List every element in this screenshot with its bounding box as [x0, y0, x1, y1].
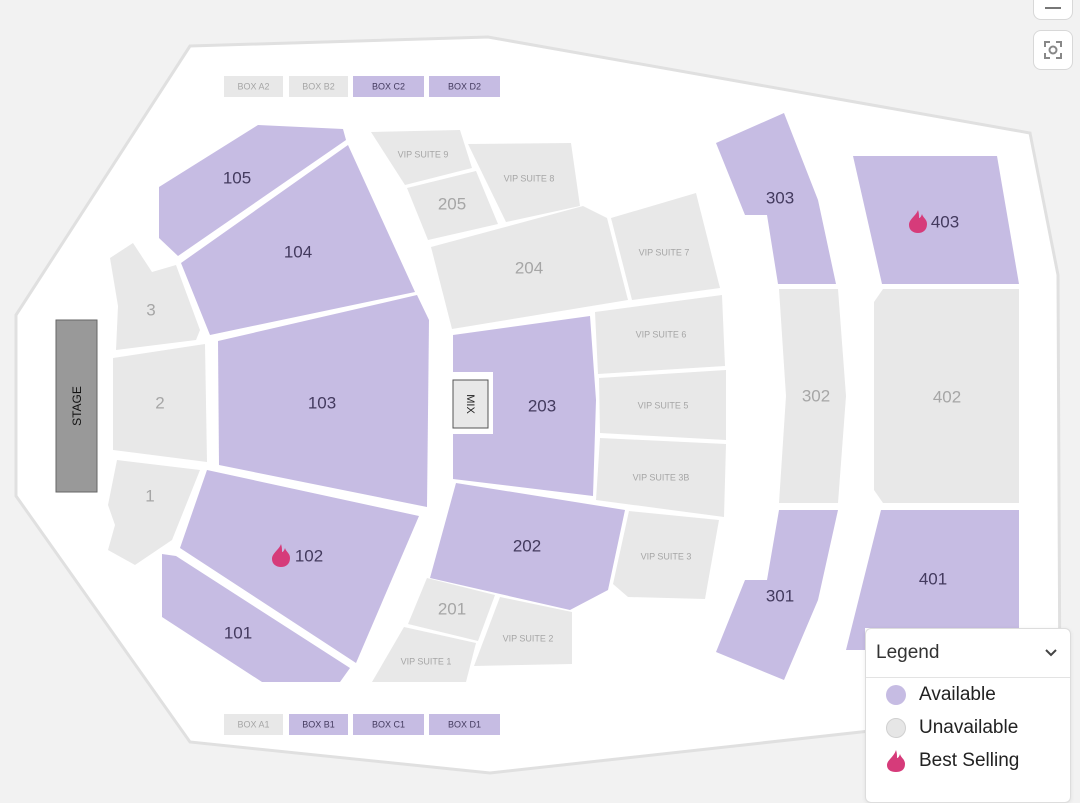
vip-suite-7: VIP SUITE 7: [611, 193, 720, 300]
mix-label: MIX: [464, 394, 476, 414]
svg-text:VIP SUITE 1: VIP SUITE 1: [401, 656, 452, 666]
svg-text:BOX D2: BOX D2: [448, 81, 481, 91]
recenter-icon: [1044, 41, 1062, 59]
vip-suite-3: VIP SUITE 3: [613, 511, 719, 599]
recenter-button[interactable]: [1033, 30, 1073, 70]
minus-icon: [1045, 7, 1061, 9]
section-201: 201: [408, 578, 495, 641]
svg-text:BOX C2: BOX C2: [372, 81, 405, 91]
flame-icon: [272, 544, 290, 567]
svg-text:204: 204: [515, 258, 543, 277]
svg-text:VIP SUITE 2: VIP SUITE 2: [503, 633, 554, 643]
flame-icon: [887, 749, 905, 772]
section-402: 402: [874, 289, 1019, 503]
svg-text:205: 205: [438, 194, 466, 213]
svg-text:401: 401: [919, 569, 947, 588]
vip-suite-6: VIP SUITE 6: [595, 295, 725, 374]
stage: STAGE: [55, 319, 98, 493]
section-101[interactable]: 101: [162, 554, 350, 682]
svg-text:201: 201: [438, 599, 466, 618]
svg-text:BOX B2: BOX B2: [302, 81, 335, 91]
vip-suite-1: VIP SUITE 1: [372, 627, 476, 682]
legend-item-best-selling: Best Selling: [866, 744, 1070, 777]
section-2: 2: [113, 344, 207, 462]
svg-text:301: 301: [766, 586, 794, 605]
section-104[interactable]: 104: [181, 145, 415, 335]
svg-text:VIP SUITE 7: VIP SUITE 7: [639, 247, 690, 257]
section-204: 204: [431, 206, 628, 329]
svg-text:1: 1: [145, 486, 154, 505]
legend-title: Legend: [876, 642, 940, 663]
svg-text:203: 203: [528, 396, 556, 415]
svg-text:BOX B1: BOX B1: [302, 719, 335, 729]
section-202[interactable]: 202: [430, 483, 625, 610]
legend-panel: Legend Available Unavailable Best Sellin…: [865, 628, 1071, 803]
flame-icon: [909, 210, 927, 233]
svg-text:VIP SUITE 6: VIP SUITE 6: [636, 329, 687, 339]
svg-text:2: 2: [155, 393, 164, 412]
box-a2: BOX A2: [224, 76, 283, 97]
section-205: 205: [407, 171, 498, 240]
svg-text:VIP SUITE 5: VIP SUITE 5: [638, 400, 689, 410]
zoom-out-button[interactable]: [1033, 0, 1073, 20]
section-301[interactable]: 301: [716, 510, 838, 680]
section-102[interactable]: 102: [180, 470, 419, 663]
svg-text:105: 105: [223, 168, 251, 187]
unavailable-swatch: [886, 717, 906, 738]
svg-text:VIP SUITE 8: VIP SUITE 8: [504, 173, 555, 183]
box-b1[interactable]: BOX B1: [289, 714, 348, 735]
box-c1[interactable]: BOX C1: [353, 714, 424, 735]
section-203[interactable]: 203: [453, 316, 596, 496]
vip-suite-9: VIP SUITE 9: [371, 130, 472, 185]
box-d1[interactable]: BOX D1: [429, 714, 500, 735]
section-103[interactable]: 103: [218, 295, 429, 507]
svg-text:403: 403: [931, 212, 959, 231]
svg-text:101: 101: [224, 623, 252, 642]
svg-text:103: 103: [308, 393, 336, 412]
section-1: 1: [108, 460, 200, 565]
box-d2[interactable]: BOX D2: [429, 76, 500, 97]
svg-text:104: 104: [284, 242, 312, 261]
svg-text:VIP SUITE 3: VIP SUITE 3: [641, 551, 692, 561]
svg-text:BOX A1: BOX A1: [237, 719, 269, 729]
legend-item-unavailable: Unavailable: [866, 711, 1070, 744]
section-403[interactable]: 403: [853, 156, 1019, 284]
svg-text:BOX C1: BOX C1: [372, 719, 405, 729]
section-401[interactable]: 401: [846, 510, 1019, 650]
svg-text:BOX A2: BOX A2: [237, 81, 269, 91]
svg-text:402: 402: [933, 387, 961, 406]
section-3: 3: [110, 243, 200, 350]
svg-text:303: 303: [766, 188, 794, 207]
svg-text:202: 202: [513, 536, 541, 555]
mix-position: MIX: [452, 379, 489, 429]
section-303[interactable]: 303: [716, 113, 836, 284]
legend-header[interactable]: Legend: [866, 629, 1070, 678]
svg-text:3: 3: [146, 300, 155, 319]
vip-suite-8: VIP SUITE 8: [468, 143, 580, 222]
svg-text:VIP SUITE 9: VIP SUITE 9: [398, 149, 449, 159]
available-swatch: [886, 684, 906, 705]
svg-text:BOX D1: BOX D1: [448, 719, 481, 729]
section-302: 302: [779, 289, 846, 503]
stage-label: STAGE: [70, 386, 84, 426]
legend-item-available: Available: [866, 678, 1070, 711]
box-b2: BOX B2: [289, 76, 348, 97]
vip-suite-2: VIP SUITE 2: [474, 597, 572, 666]
svg-text:102: 102: [295, 546, 323, 565]
svg-text:VIP SUITE 3B: VIP SUITE 3B: [633, 472, 690, 482]
box-a1: BOX A1: [224, 714, 283, 735]
chevron-down-icon[interactable]: [1044, 648, 1058, 658]
box-c2[interactable]: BOX C2: [353, 76, 424, 97]
section-105[interactable]: 105: [159, 125, 346, 256]
vip-suite-5: VIP SUITE 5: [599, 370, 726, 440]
vip-suite-3b: VIP SUITE 3B: [596, 438, 726, 517]
svg-text:302: 302: [802, 386, 830, 405]
